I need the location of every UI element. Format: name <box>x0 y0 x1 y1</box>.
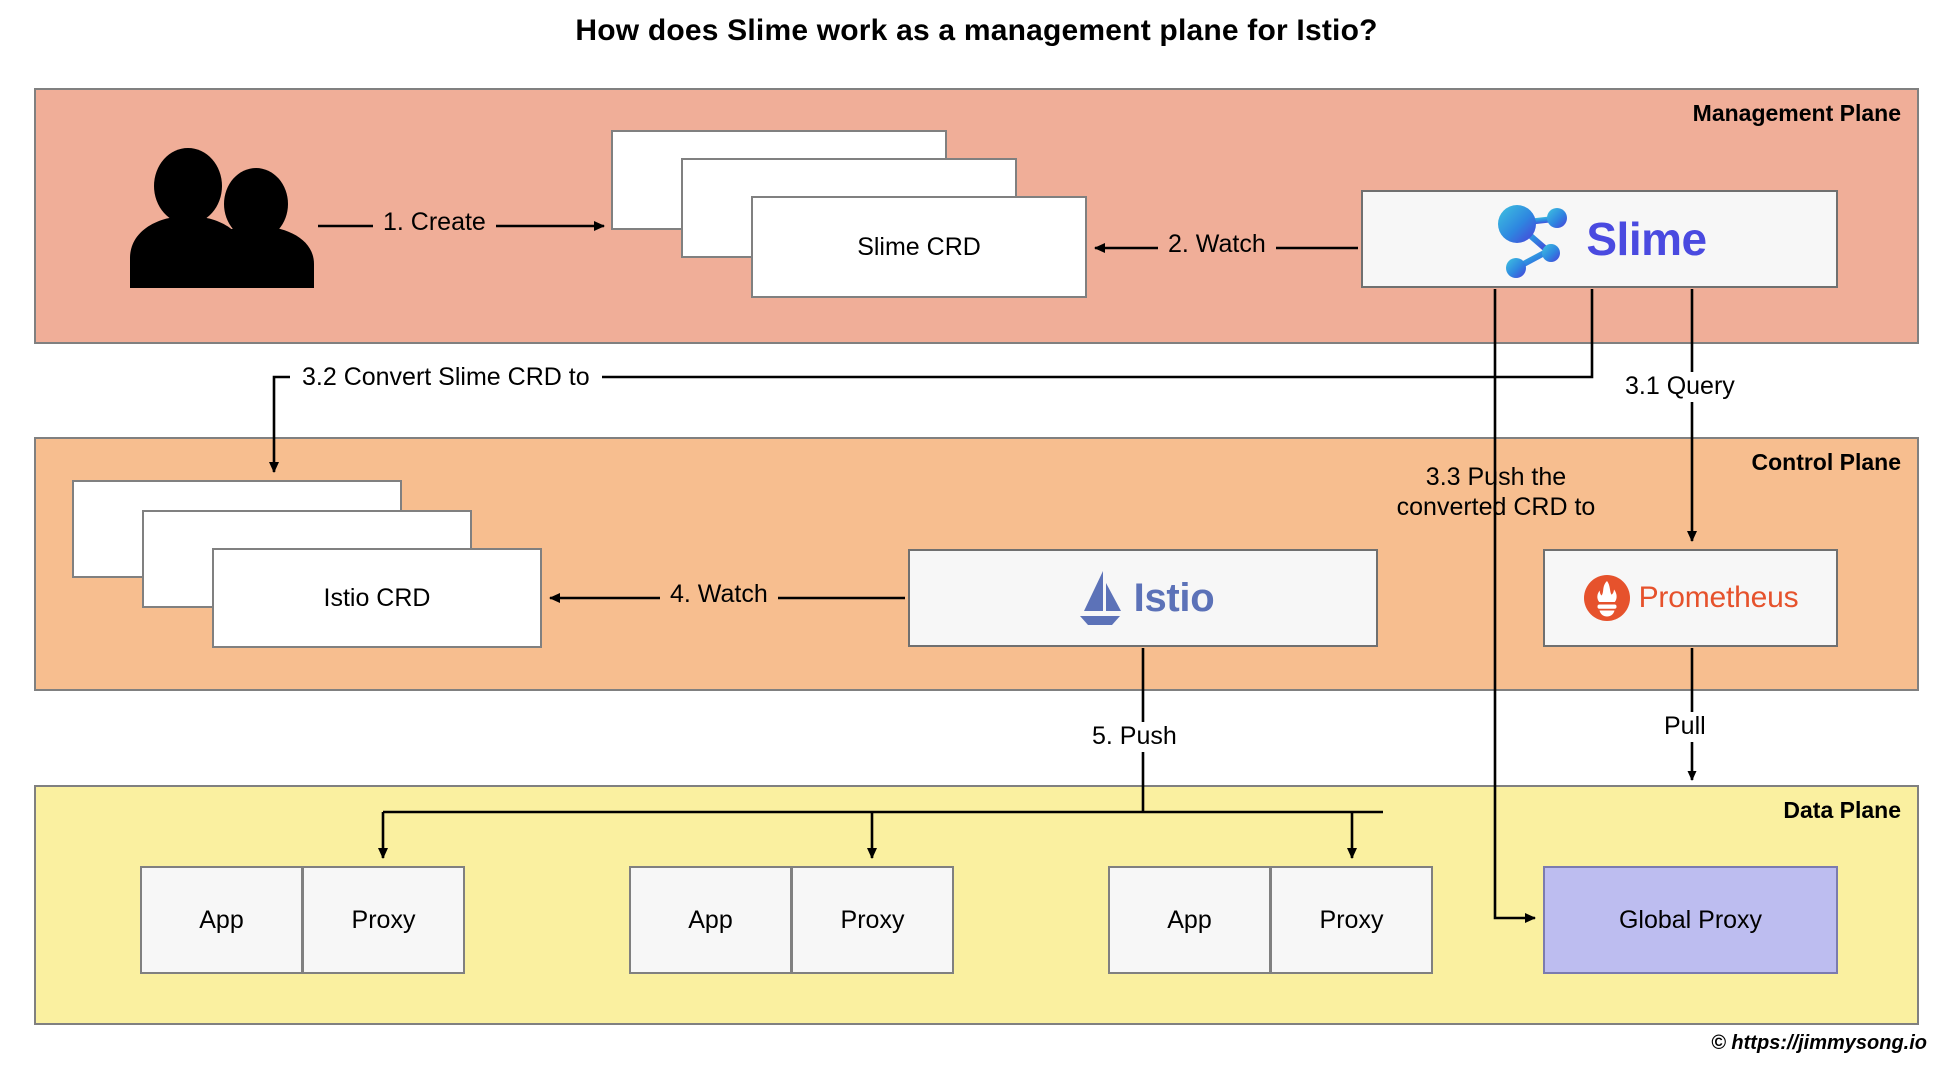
app-label-3: App <box>1167 905 1212 934</box>
slime-node[interactable]: Slime <box>1361 190 1838 288</box>
prometheus-wordmark: Prometheus <box>1638 581 1799 614</box>
edge-push-converted <box>1493 289 1536 923</box>
proxy-label-2: Proxy <box>840 905 905 934</box>
slime-crd-card-front[interactable] <box>751 196 1087 298</box>
edge-label-watch-slime: 2. Watch <box>1158 230 1276 260</box>
app-box-2[interactable]: App <box>629 866 792 974</box>
app-label-1: App <box>199 905 244 934</box>
edge-label-convert: 3.2 Convert Slime CRD to <box>290 363 602 393</box>
edge-label-create: 1. Create <box>373 208 496 238</box>
istio-crd-label: Istio CRD <box>323 583 431 612</box>
proxy-label-3: Proxy <box>1319 905 1384 934</box>
edge-convert <box>269 289 1594 473</box>
control-plane-label: Control Plane <box>1751 449 1901 475</box>
istio-wordmark: Istio <box>1133 575 1215 620</box>
push-converted-line-1: 3.3 Push the <box>1425 463 1567 491</box>
prometheus-node[interactable]: Prometheus <box>1543 549 1838 647</box>
proxy-box-2[interactable]: Proxy <box>791 866 954 974</box>
management-plane-label: Management Plane <box>1692 100 1901 126</box>
data-plane-label: Data Plane <box>1783 797 1901 823</box>
app-label-2: App <box>688 905 733 934</box>
global-proxy-box[interactable]: Global Proxy <box>1543 866 1838 974</box>
edge-label-push: 5. Push <box>1084 722 1185 752</box>
edge-label-pull: Pull <box>1656 712 1714 742</box>
slime-wordmark: Slime <box>1586 213 1707 265</box>
global-proxy-label: Global Proxy <box>1618 905 1763 934</box>
app-box-1[interactable]: App <box>140 866 303 974</box>
istio-node[interactable]: Istio <box>908 549 1378 647</box>
page-title: How does Slime work as a management plan… <box>575 14 1378 47</box>
slime-crd-label: Slime CRD <box>857 232 981 261</box>
proxy-box-3[interactable]: Proxy <box>1270 866 1433 974</box>
prometheus-torch-icon <box>1583 575 1630 621</box>
proxy-box-1[interactable]: Proxy <box>302 866 465 974</box>
edge-label-push-converted: 3.3 Push the converted CRD to <box>1357 463 1635 522</box>
footer-copyright: © https://jimmysong.io <box>1711 1032 1927 1054</box>
edge-label-watch-istio: 4. Watch <box>660 580 778 610</box>
istio-crd-card-front[interactable] <box>212 548 542 648</box>
slime-node-graph-icon <box>1498 205 1568 278</box>
istio-sailboat-icon <box>1079 571 1121 625</box>
push-converted-line-2: converted CRD to <box>1396 492 1596 521</box>
proxy-label-1: Proxy <box>351 905 416 934</box>
edge-label-query: 3.1 Query <box>1617 372 1743 402</box>
users-icon <box>130 148 314 288</box>
